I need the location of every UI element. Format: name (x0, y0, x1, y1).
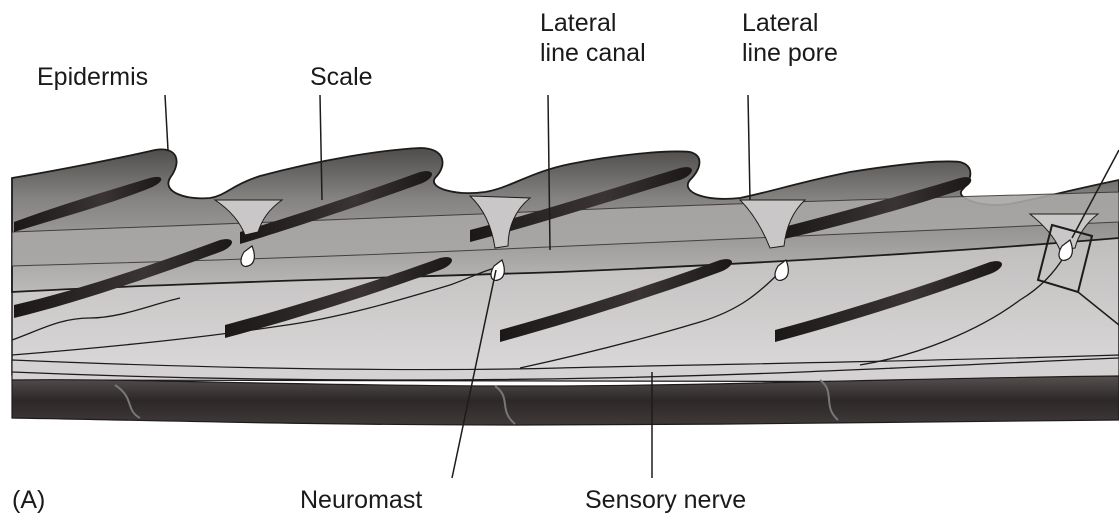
muscle-layer (12, 376, 1119, 425)
label-lateral-line-pore-line1: Lateral (742, 8, 838, 38)
leader-line-epidermis (165, 95, 168, 150)
label-lateral-line-canal-line2: line canal (540, 38, 646, 68)
label-sensory-nerve: Sensory nerve (585, 485, 746, 515)
label-lateral-line-canal: Lateral line canal (540, 8, 646, 68)
label-lateral-line-canal-line1: Lateral (540, 8, 646, 38)
label-neuromast: Neuromast (300, 485, 422, 515)
label-lateral-line-pore: Lateral line pore (742, 8, 838, 68)
label-lateral-line-pore-line2: line pore (742, 38, 838, 68)
label-scale: Scale (310, 62, 373, 92)
leader-line-lateral-line-pore (748, 95, 750, 200)
label-epidermis: Epidermis (37, 62, 148, 92)
panel-label: (A) (12, 485, 45, 515)
